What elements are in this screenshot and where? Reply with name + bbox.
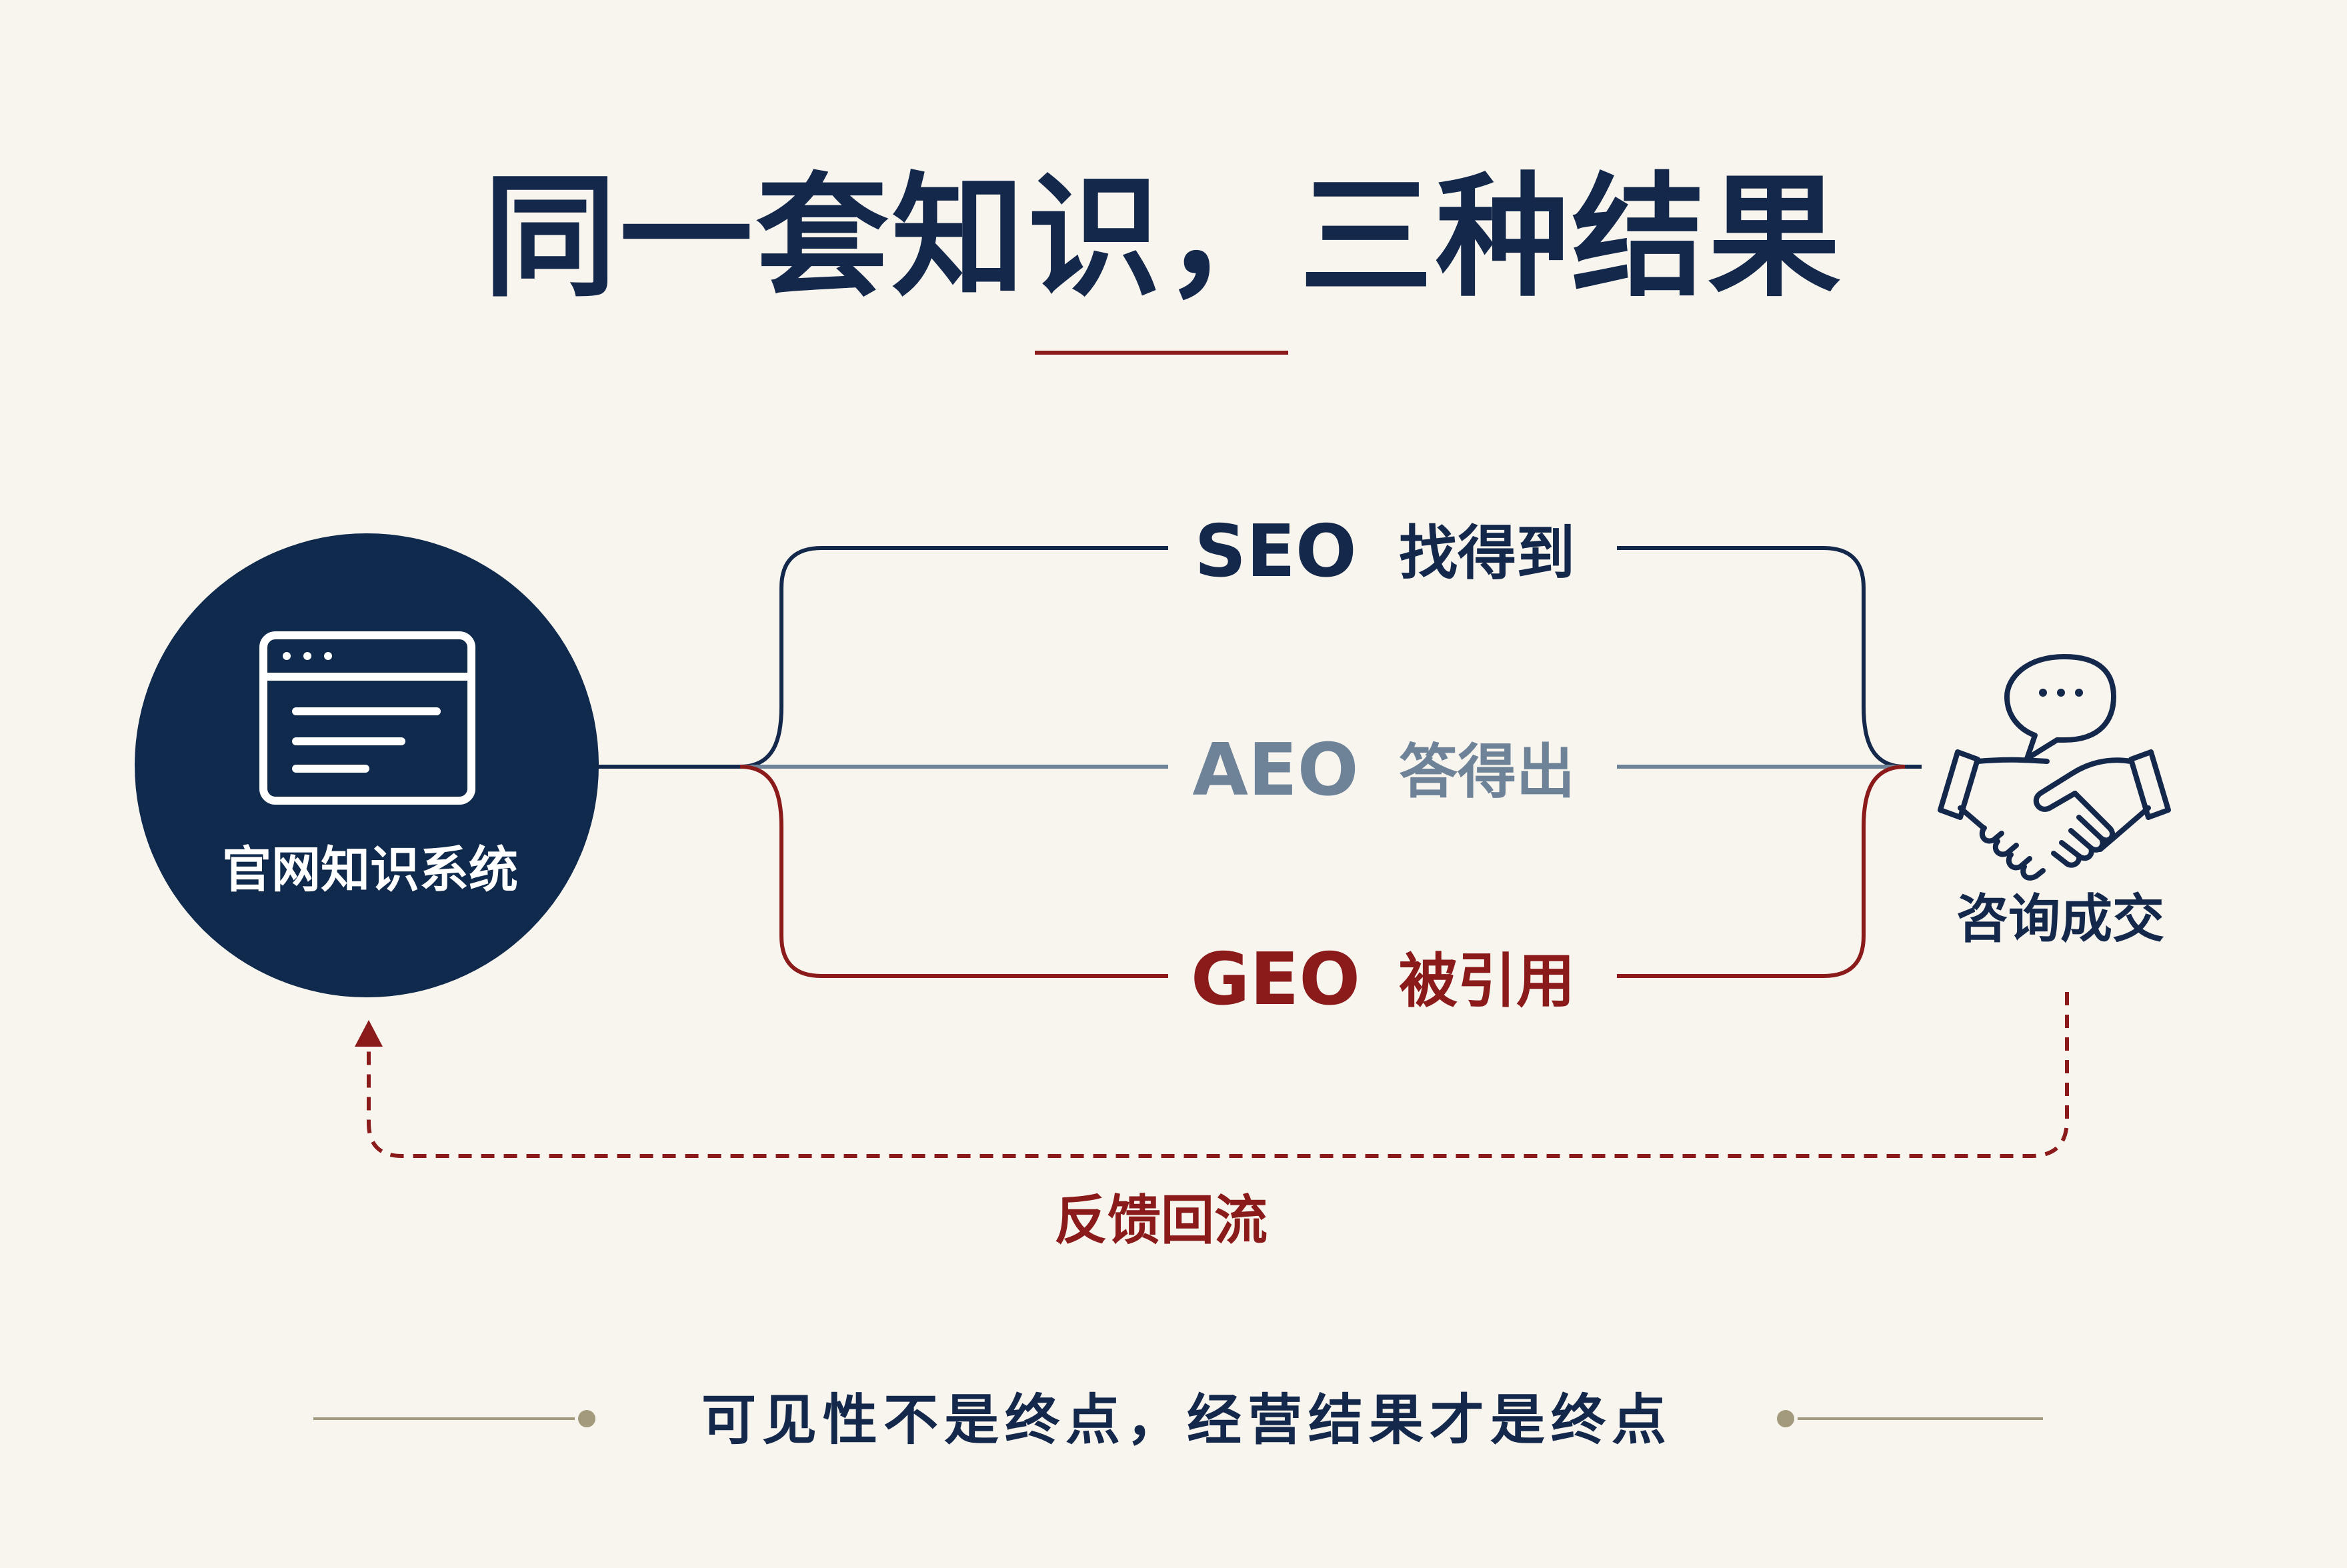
branch-code: SEO: [1194, 510, 1356, 593]
target-label: 咨询成交: [1956, 889, 2164, 949]
handshake-chat-icon: [1938, 654, 2171, 881]
left-brace: [597, 546, 1168, 978]
page-title: 同一套知识，三种结果: [483, 159, 1844, 315]
branch-aeo: AEO 答得出: [1192, 729, 1575, 812]
branch-code: GEO: [1191, 938, 1360, 1021]
source-label: 官网知识系统: [222, 841, 518, 899]
right-brace: [1617, 546, 1922, 978]
branch-text: 找得到: [1399, 519, 1575, 587]
branch-geo: GEO 被引用: [1191, 938, 1575, 1021]
feedback-label: 反馈回流: [1054, 1189, 1268, 1251]
footer-tagline: 可见性不是终点，经营结果才是终点: [701, 1389, 1672, 1452]
feedback-path: [367, 992, 2069, 1158]
feedback-arrowhead: [355, 1020, 383, 1047]
footer: 可见性不是终点，经营结果才是终点: [313, 1389, 2043, 1452]
footer-dot-right: [1777, 1410, 1794, 1427]
branch-text: 被引用: [1399, 947, 1575, 1015]
feedback-loop: 反馈回流: [355, 992, 2069, 1251]
source-node: 官网知识系统: [135, 533, 599, 997]
branch-seo: SEO 找得到: [1194, 510, 1575, 593]
branch-text: 答得出: [1399, 737, 1575, 806]
footer-dot-left: [578, 1410, 595, 1427]
browser-window-icon: [259, 631, 475, 805]
branch-code: AEO: [1192, 729, 1358, 812]
target-node: 咨询成交: [1938, 654, 2171, 949]
